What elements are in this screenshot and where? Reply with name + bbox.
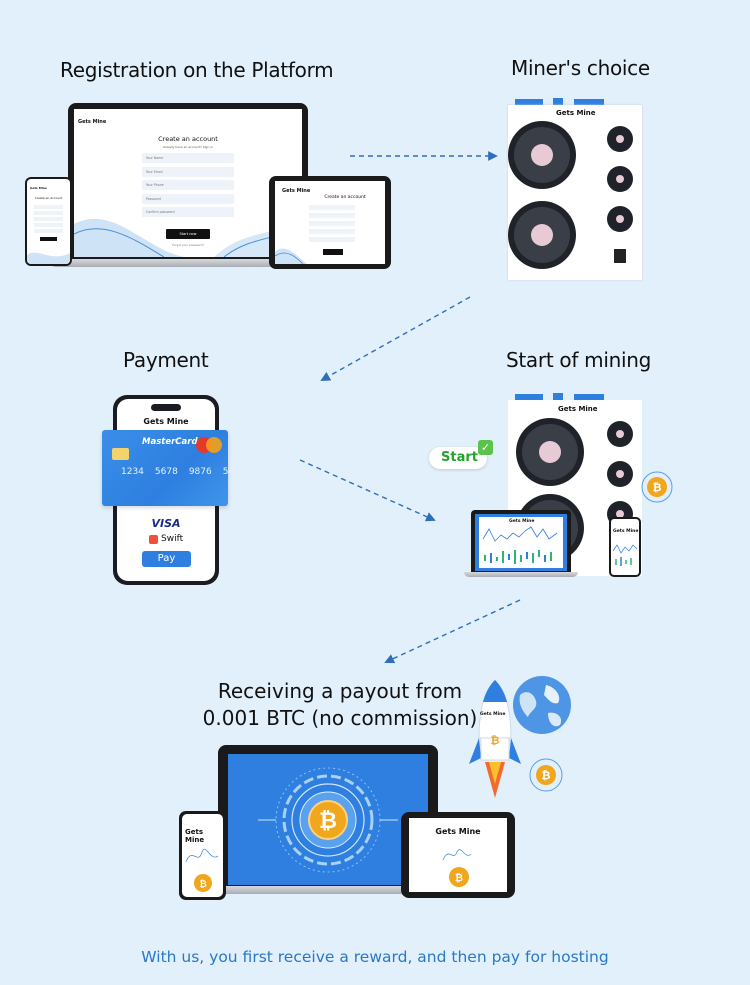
card-number-group: 9876 xyxy=(188,467,212,477)
footer-note: With us, you first receive a reward, and… xyxy=(141,948,609,966)
laptop-start-button[interactable]: Start now xyxy=(166,229,210,239)
svg-text:₿: ₿ xyxy=(542,769,551,782)
svg-text:₿: ₿ xyxy=(491,734,500,747)
payout-screen: ₿ xyxy=(228,754,428,885)
small-fan-icon xyxy=(607,166,633,192)
bitcoin-target-graphic: ₿ xyxy=(258,767,398,873)
laptop-chart-brand: Gets Mine xyxy=(509,519,535,524)
laptop-field-name[interactable]: Your Name xyxy=(142,153,234,163)
laptop-form-subheading: Already have an account? Sign in xyxy=(162,145,214,149)
step-title-payment: Payment xyxy=(123,348,209,372)
card-number-group: 5432 xyxy=(222,467,246,477)
card-number-group: 1234 xyxy=(121,467,144,477)
phone-brand: Gets Mine xyxy=(30,186,47,190)
step-title-registration: Registration on the Platform xyxy=(60,58,334,82)
miner-fans xyxy=(508,121,633,269)
laptop-forgot-link[interactable]: Forgot your password? xyxy=(172,243,204,247)
svg-text:₿: ₿ xyxy=(199,879,206,890)
registration-laptop: Gets Mine Create an account Already have… xyxy=(48,103,334,271)
svg-text:₿: ₿ xyxy=(319,809,337,834)
laptop-field-email[interactable]: Your Email xyxy=(142,166,234,177)
arrow-2 xyxy=(320,296,471,381)
start-label: Start xyxy=(441,450,478,465)
mining-miner-brand: Gets Mine xyxy=(558,405,598,413)
laptop-field-confirm[interactable]: Confirm password xyxy=(142,207,234,217)
mining-phone-brand: Gets Mine xyxy=(613,529,639,534)
mining-phone: Gets Mine xyxy=(609,517,641,577)
small-fan-icon xyxy=(607,206,633,232)
payout-tablet-brand: Gets Mine xyxy=(435,827,481,836)
signup-screen: Gets Mine Create an account Already have… xyxy=(74,109,302,257)
credit-card: MasterCard 1234 5678 9876 5432 xyxy=(102,430,246,506)
laptop-form-heading: Create an account xyxy=(158,135,218,143)
visa-logo[interactable]: VISA xyxy=(151,517,181,530)
arrow-3 xyxy=(299,459,436,522)
laptop-brand: Gets Mine xyxy=(78,119,107,125)
fan-icon xyxy=(508,121,576,189)
mastercard-icon xyxy=(196,437,222,453)
card-number: 1234 5678 9876 5432 xyxy=(121,467,246,477)
payout-line-2: 0.001 BTC (no commission) xyxy=(202,706,478,730)
registration-phone: Gets Mine Create an account xyxy=(25,177,72,266)
pay-button[interactable]: Pay xyxy=(142,551,191,567)
step-title-start-mining: Start of mining xyxy=(506,348,651,372)
start-badge[interactable]: Start xyxy=(429,447,487,469)
card-brand: MasterCard xyxy=(142,437,198,447)
laptop-field-password[interactable]: Password xyxy=(142,193,234,204)
payout-tablet: Gets Mine ₿ xyxy=(401,812,515,898)
check-icon: ✓ xyxy=(478,440,493,455)
payout-line-1: Receiving a payout from xyxy=(217,679,463,703)
bitcoin-coin-icon: ₿ xyxy=(529,758,563,792)
step-title-payout: Receiving a payout from 0.001 BTC (no co… xyxy=(185,678,495,732)
phone-form-heading: Create an account xyxy=(34,196,63,200)
tablet-form-heading: Create an account xyxy=(324,195,366,200)
payout-phone-brand: Gets Mine xyxy=(185,828,205,844)
tablet-brand: Gets Mine xyxy=(282,188,311,194)
svg-text:₿: ₿ xyxy=(653,481,662,494)
payout-phone: Gets Mine ₿ xyxy=(179,811,226,900)
small-fan-icon xyxy=(607,126,633,152)
fan-icon xyxy=(508,201,576,269)
rocket-icon: ₿ xyxy=(469,679,521,798)
payment-brand: Gets Mine xyxy=(143,417,189,426)
chip-icon xyxy=(614,249,626,263)
swift-option[interactable]: Swift xyxy=(149,534,183,544)
card-chip-icon xyxy=(112,448,129,460)
step-title-miner-choice: Miner's choice xyxy=(511,56,650,80)
miner-brand: Gets Mine xyxy=(556,109,596,117)
swift-icon xyxy=(149,534,158,544)
registration-tablet: Gets Mine Create an account xyxy=(269,176,391,269)
svg-text:₿: ₿ xyxy=(455,872,463,884)
swift-label: Swift xyxy=(161,534,184,544)
globe-icon xyxy=(513,676,571,734)
laptop-field-phone[interactable]: Your Phone xyxy=(142,180,234,190)
miner-device: Gets Mine xyxy=(508,97,642,280)
rocket-brand: Gets Mine xyxy=(480,712,506,717)
card-number-group: 5678 xyxy=(154,467,178,477)
mining-chart xyxy=(482,526,558,564)
arrow-4 xyxy=(384,599,521,664)
mining-laptop: Gets Mine xyxy=(464,510,578,578)
bitcoin-coin-icon: ₿ xyxy=(641,471,673,503)
